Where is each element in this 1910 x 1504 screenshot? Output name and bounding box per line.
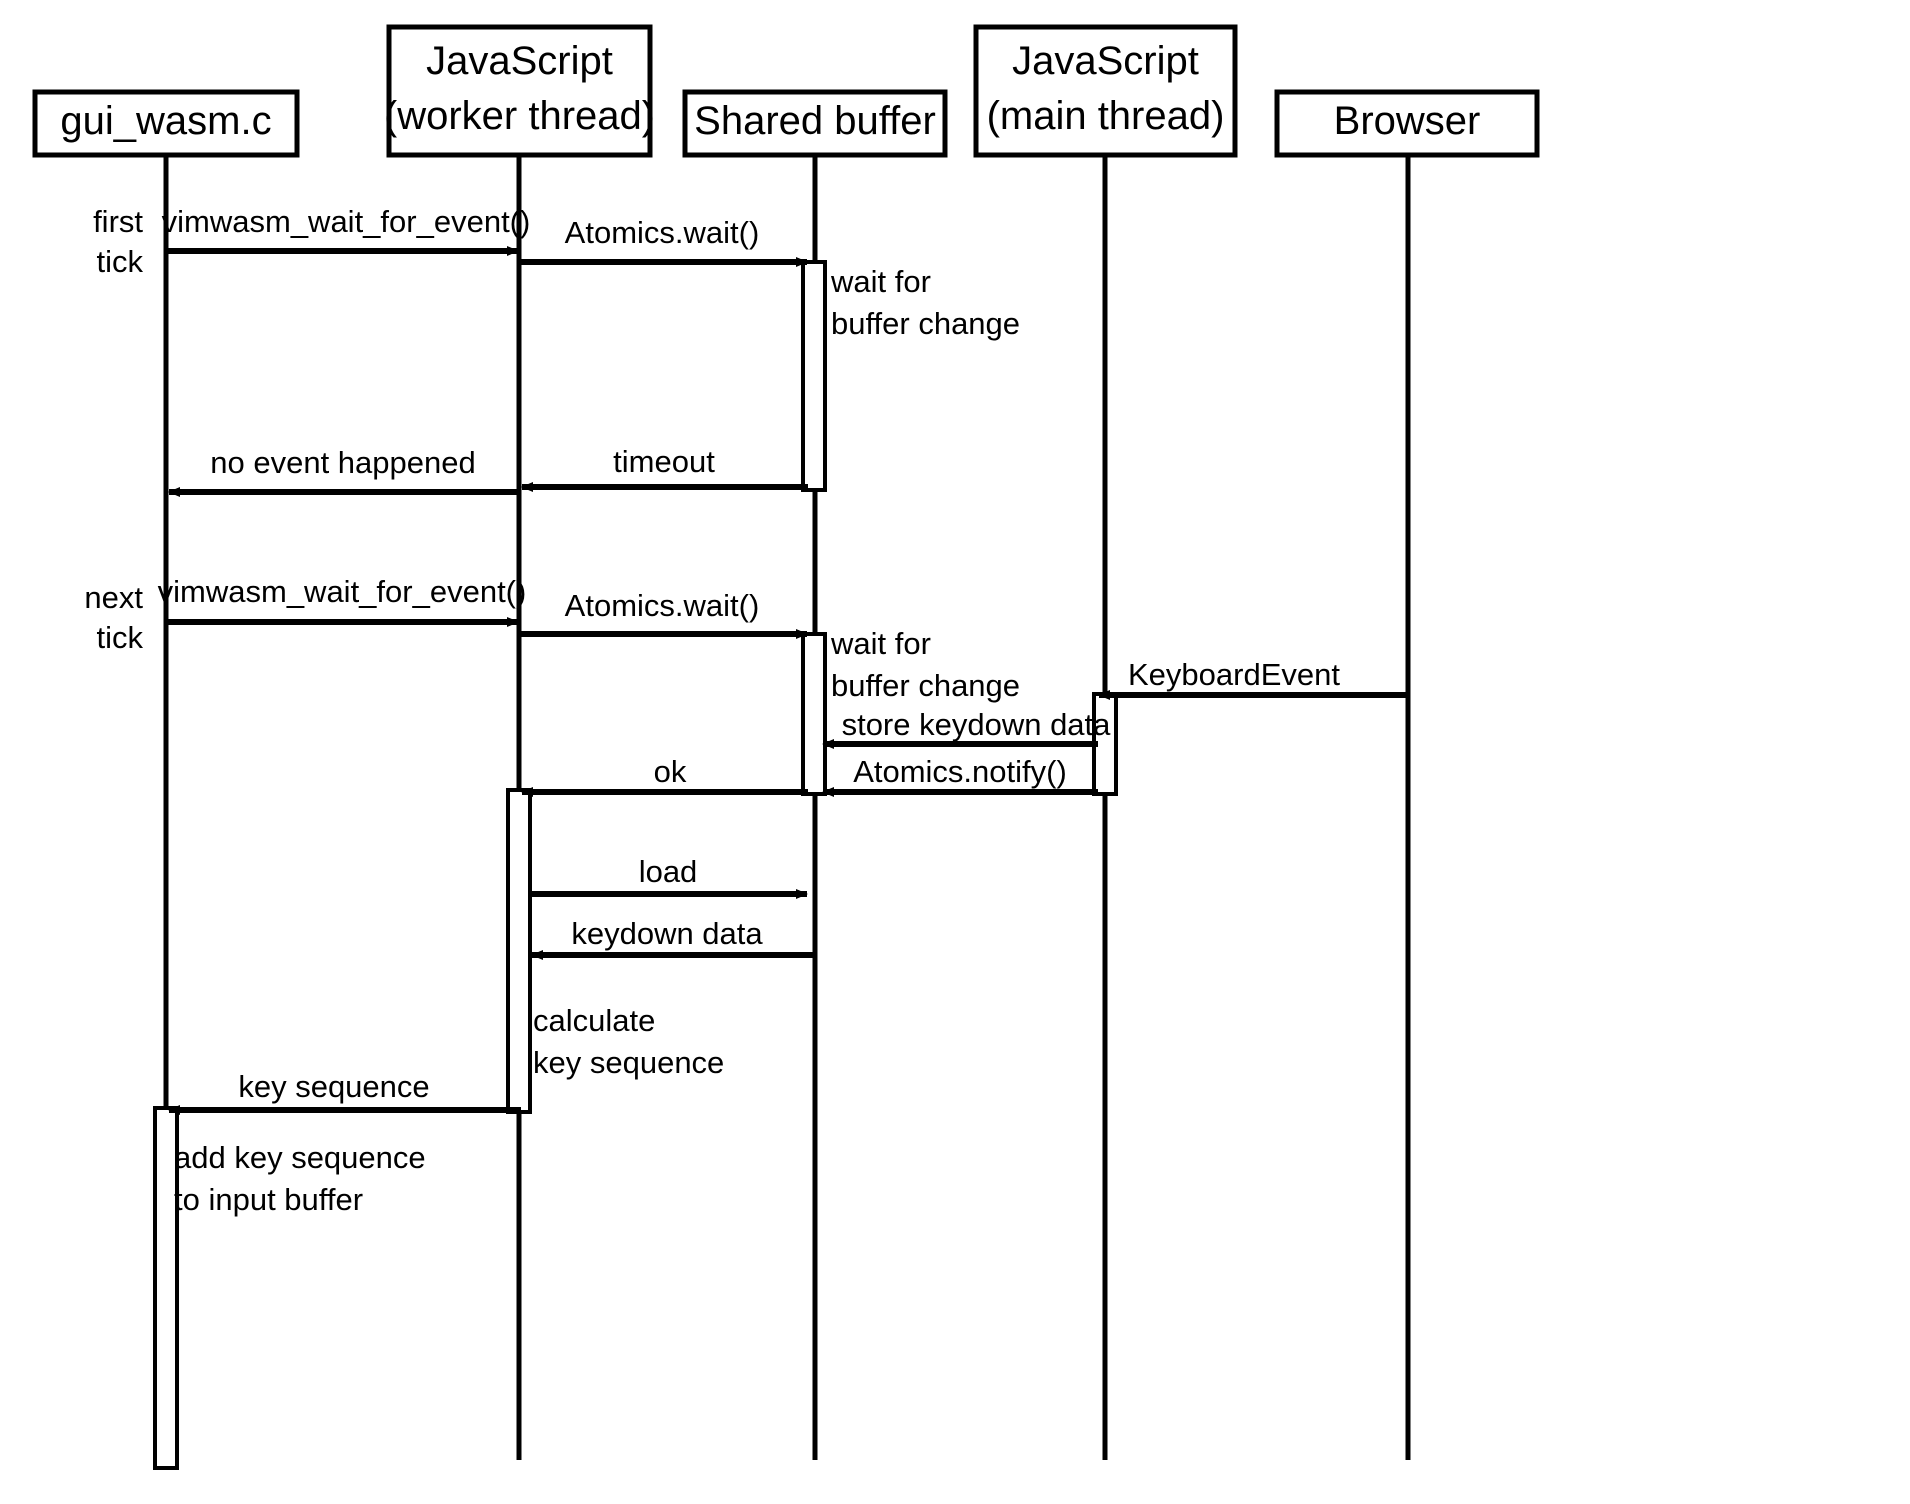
actor-label: gui_wasm.c — [60, 99, 271, 143]
actor-label: (main thread) — [987, 94, 1225, 138]
note-n2: wait for buffer change — [830, 626, 1020, 703]
message-m3: no event happened — [168, 445, 519, 497]
actor-label: JavaScript — [426, 39, 613, 83]
actor-box[interactable] — [682, 89, 948, 158]
message-m5: vimwasm_wait_for_event() — [158, 574, 527, 627]
actor-box[interactable] — [32, 89, 300, 158]
note-line: buffer change — [831, 668, 1020, 703]
message-label: no event happened — [210, 445, 475, 480]
note-line: buffer change — [831, 306, 1020, 341]
actor-browser[interactable]: Browser — [1274, 89, 1540, 158]
note-n4: add key sequence to input buffer — [174, 1140, 426, 1217]
message-label: load — [639, 854, 698, 889]
actor-label: JavaScript — [1012, 39, 1199, 83]
tick-label: first — [93, 204, 143, 239]
message-label: ok — [654, 754, 687, 789]
actors-layer: gui_wasm.c JavaScript (worker thread) Share… — [32, 24, 1540, 158]
message-label: vimwasm_wait_for_event() — [162, 204, 531, 239]
activation-bar-gui_wasm — [153, 1106, 179, 1470]
note-line: wait for — [830, 264, 931, 299]
message-m2: Atomics.wait() — [519, 215, 808, 267]
tick-label: next — [84, 580, 143, 615]
message-m13: key sequence — [168, 1069, 521, 1115]
message-label: keydown data — [571, 916, 763, 951]
note-line: wait for — [830, 626, 931, 661]
activation-bar-shared_buf — [801, 632, 827, 796]
messages-layer: vimwasm_wait_for_event() Atomics.wait() no… — [158, 204, 1408, 1115]
notes-layer: wait for buffer change wait for buffer chan… — [174, 264, 1020, 1217]
note-line: add key sequence — [174, 1140, 426, 1175]
actor-gui_wasm[interactable]: gui_wasm.c — [32, 89, 300, 158]
actor-box[interactable] — [973, 24, 1238, 158]
tick-label: tick — [97, 620, 144, 655]
message-label: Atomics.wait() — [565, 215, 760, 250]
message-label: Atomics.notify() — [853, 754, 1067, 789]
note-line: key sequence — [533, 1045, 724, 1080]
note-line: to input buffer — [174, 1182, 363, 1217]
message-m6: Atomics.wait() — [519, 588, 808, 639]
activations-layer — [153, 260, 1118, 1470]
message-m10: ok — [521, 754, 808, 797]
actor-label: Browser — [1334, 99, 1481, 143]
note-n3: calculate key sequence — [533, 1003, 724, 1080]
message-m12: keydown data — [531, 916, 815, 960]
message-label: vimwasm_wait_for_event() — [158, 574, 527, 609]
message-m1: vimwasm_wait_for_event() — [162, 204, 531, 256]
actor-box[interactable] — [1274, 89, 1540, 158]
actor-js_main[interactable]: JavaScript (main thread) — [973, 24, 1238, 158]
note-line: calculate — [533, 1003, 655, 1038]
message-label: KeyboardEvent — [1128, 657, 1340, 692]
message-label: Atomics.wait() — [565, 588, 760, 623]
tick-labels-layer: first tick next tick — [84, 204, 143, 655]
message-label: timeout — [613, 444, 715, 479]
message-label: store keydown data — [842, 707, 1112, 742]
note-n1: wait for buffer change — [830, 264, 1020, 341]
activation-bar-js_worker — [506, 788, 532, 1114]
actor-shared_buf[interactable]: Shared buffer — [682, 89, 948, 158]
lifelines-layer — [163, 155, 1411, 1460]
message-m8: store keydown data — [822, 707, 1112, 749]
message-label: key sequence — [238, 1069, 429, 1104]
actor-js_worker[interactable]: JavaScript (worker thread) — [384, 24, 655, 158]
activation-bar-shared_buf — [801, 260, 827, 492]
actor-label: (worker thread) — [384, 94, 655, 138]
tick-label: tick — [97, 244, 144, 279]
actor-label: Shared buffer — [694, 99, 936, 143]
message-m9: Atomics.notify() — [822, 754, 1098, 797]
message-m4: timeout — [521, 444, 808, 492]
message-m11: load — [529, 854, 808, 899]
actor-box[interactable] — [386, 24, 653, 158]
message-m7: KeyboardEvent — [1098, 657, 1408, 700]
